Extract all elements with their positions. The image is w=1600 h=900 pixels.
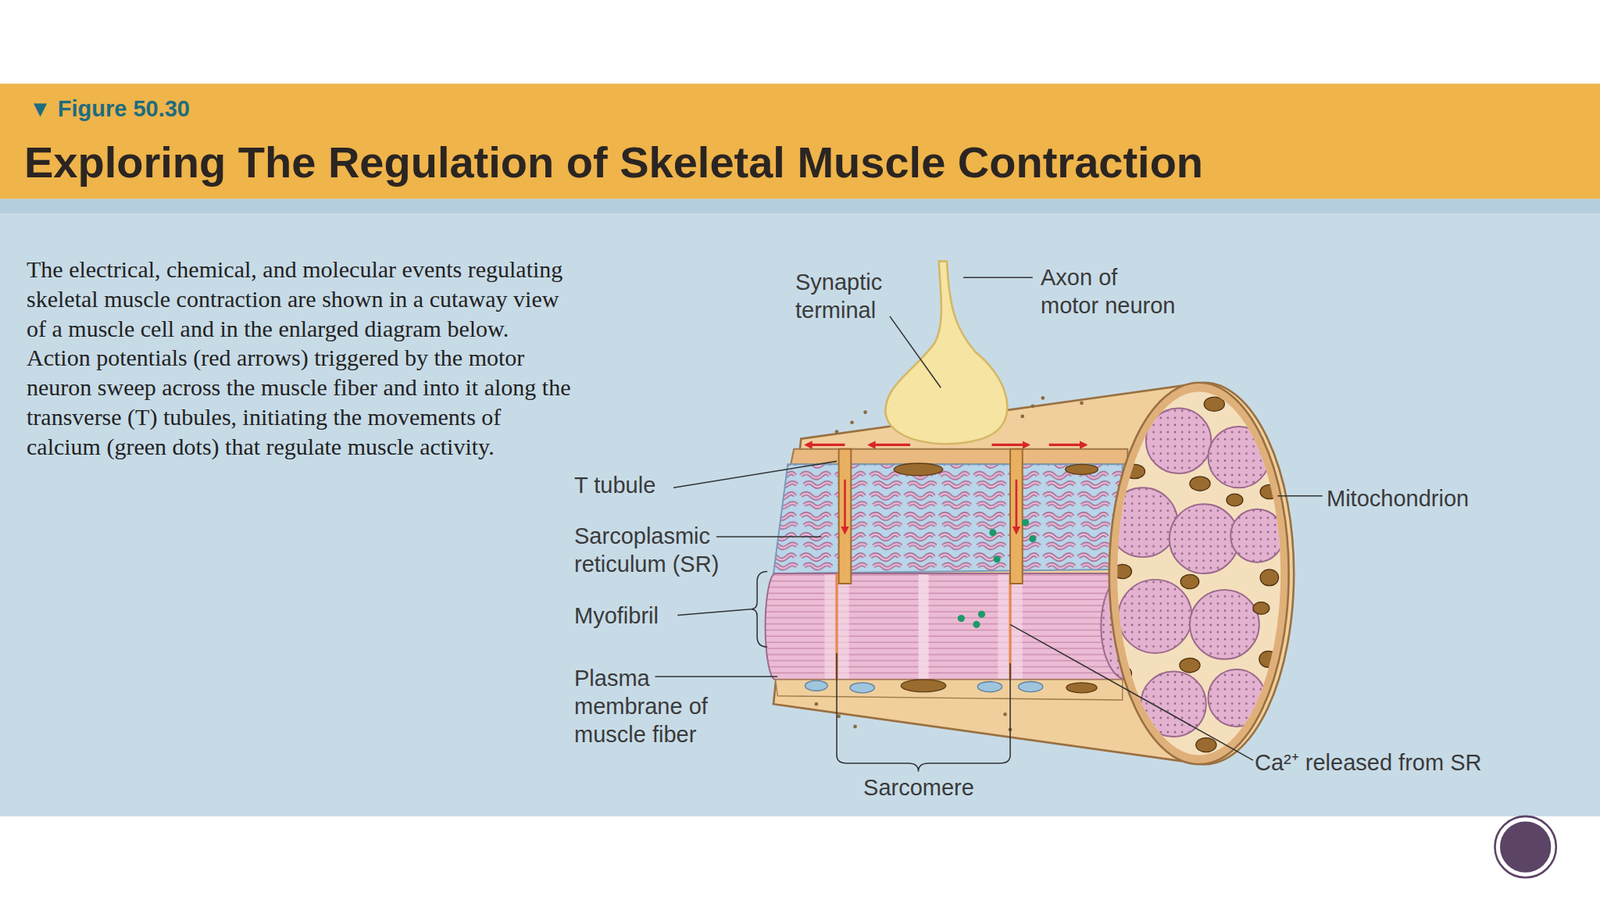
membrane-dot (836, 714, 841, 719)
action-potential-arrow (869, 443, 911, 447)
synaptic-terminal (885, 260, 1008, 444)
part-label: Ca²⁺ released from SR (1254, 748, 1482, 777)
membrane-dot (1003, 712, 1008, 717)
content-panel (0, 213, 1600, 817)
figure-number: ▼ Figure 50.30 (28, 95, 190, 123)
part-label: Synaptic terminal (795, 267, 897, 325)
mitochondrion (1180, 574, 1200, 589)
calcium-dot (957, 614, 965, 622)
mitochondrion (1260, 484, 1279, 499)
myofibril (765, 573, 1129, 680)
fiber-end-inner (1117, 392, 1281, 756)
mitochondrion (1122, 727, 1143, 742)
leader-line (673, 460, 837, 488)
part-label: Sarcomere (856, 773, 982, 802)
h-zone (918, 574, 929, 679)
calcium-dot (989, 528, 997, 536)
action-potential-arrow (1049, 443, 1086, 447)
leader-line (655, 675, 779, 678)
mitochondrion (1196, 737, 1217, 752)
mitochondrion (1113, 564, 1133, 579)
membrane-dot (1041, 396, 1046, 400)
mitochondrion (1124, 464, 1145, 479)
part-label: Mitochondrion (1326, 484, 1469, 513)
myofibril-section (1230, 509, 1284, 563)
part-label: Sarcoplasmic reticulum (SR) (574, 521, 731, 579)
myofibril-section (1118, 579, 1193, 654)
leader-line (889, 316, 941, 388)
mitochondrion (1066, 682, 1097, 693)
myofibril-bracket (750, 571, 768, 647)
action-potential-arrow (992, 443, 1029, 447)
calcium-dot (978, 610, 986, 618)
calcium-dot (1021, 518, 1029, 526)
myofibril-section (1146, 407, 1212, 474)
part-label: Plasma membrane of muscle fiber (574, 664, 731, 749)
t-tubule (839, 449, 852, 584)
mitochondrion (1260, 569, 1279, 586)
membrane-dot (853, 725, 858, 729)
mitochondrion (1065, 464, 1099, 475)
mitochondrion (1142, 399, 1164, 414)
myofibril-section (1107, 487, 1178, 558)
membrane-dot (863, 410, 868, 415)
mitochondrion (1253, 602, 1270, 615)
leader-line (963, 276, 1033, 279)
leader-line (716, 535, 822, 538)
mitochondrion (1226, 493, 1243, 507)
membrane-dot (1079, 401, 1084, 406)
part-label: Axon of motor neuron (1040, 263, 1180, 320)
mitochondrion (1203, 396, 1225, 411)
leader-line (677, 609, 751, 616)
leaders (655, 277, 1323, 772)
action-potential-arrow (806, 443, 846, 447)
myofibril-section (1207, 426, 1269, 488)
mitochondria (1113, 396, 1279, 753)
part-label: Myofibril (574, 601, 659, 630)
sr-cross-section (1018, 681, 1043, 692)
myofibril-section (1169, 503, 1240, 574)
calcium-dot (1028, 535, 1036, 543)
mitochondrion (893, 463, 943, 476)
myofibril-section (1207, 669, 1265, 727)
mitochondrion (900, 679, 946, 693)
leader-line (1010, 624, 1254, 761)
sr-cross-section (850, 682, 875, 693)
figure-caption: The electrical, chemical, and molecular … (26, 254, 574, 462)
header-stripe (0, 199, 1600, 214)
calcium-dot (993, 555, 1001, 563)
sarcoplasmic-reticulum (773, 464, 1123, 574)
figure-title: Exploring The Regulation of Skeletal Mus… (24, 135, 1204, 189)
membrane-dot (835, 429, 840, 434)
header-band (0, 83, 1600, 200)
sr-cross-section (977, 681, 1002, 692)
membrane-dot (1030, 403, 1035, 408)
myofibril-section (1140, 671, 1207, 737)
mitochondrion (1259, 650, 1279, 668)
mitochondrion (1247, 725, 1267, 740)
myofibril-section (1189, 589, 1260, 660)
fiber-end-face (1109, 382, 1290, 765)
page-badge (1499, 820, 1553, 874)
membrane-dot (850, 420, 854, 425)
page-badge (1494, 816, 1556, 878)
sr-cross-section (805, 680, 829, 691)
mitochondrion (1189, 476, 1211, 491)
cross-section (1107, 396, 1284, 753)
sarcomere-bracket (836, 653, 1011, 772)
membrane-dot (1020, 414, 1025, 419)
calcium-dot (972, 621, 980, 629)
membrane-dot (814, 702, 819, 707)
t-tubule (1010, 449, 1023, 584)
leader-line (1277, 495, 1322, 497)
part-label: T tubule (574, 471, 656, 500)
action-potential-arrow (843, 479, 847, 533)
calcium-ions (957, 518, 1037, 629)
lower-membrane (775, 679, 1123, 700)
mitochondrion (1113, 666, 1133, 681)
action-potential-arrow (1015, 479, 1018, 533)
mitochondrion (1179, 657, 1200, 672)
